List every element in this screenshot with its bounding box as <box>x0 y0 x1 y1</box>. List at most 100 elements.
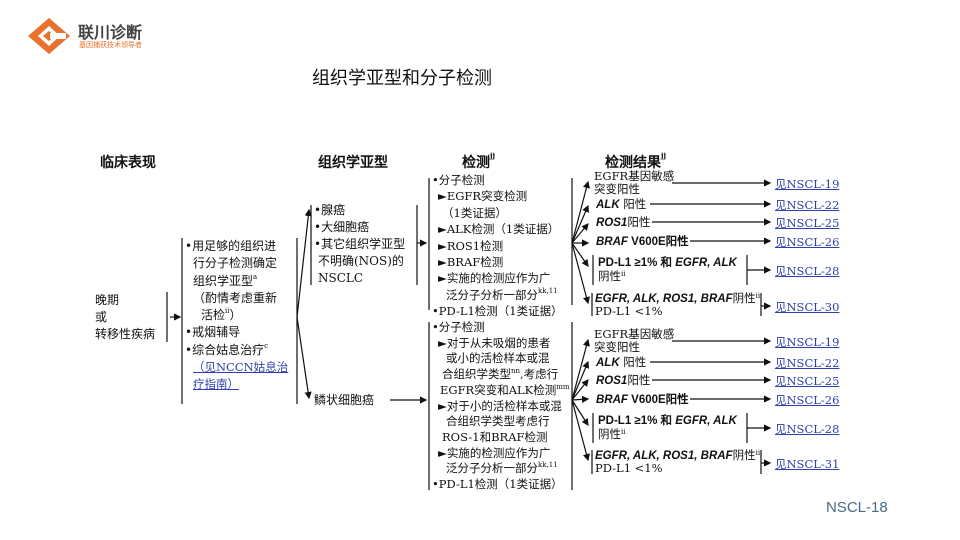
header-tests: 检测jj <box>462 152 495 172</box>
link-nscl-28[interactable]: 见NSCL-28 <box>775 264 840 278</box>
link-nscl-25[interactable]: 见NSCL-25 <box>775 374 840 388</box>
workup-line: （酌情考虑重新 <box>193 290 278 305</box>
test-line: ►EGFR突变检测 <box>438 189 528 204</box>
result-ros1: ROS1阳性 <box>596 373 650 388</box>
link-nscl-22[interactable]: 见NSCL-22 <box>775 356 840 370</box>
footnote-ref: ii <box>755 449 761 457</box>
subtype-line: •腺癌 <box>314 203 346 217</box>
link-nscl-19[interactable]: 见NSCL-19 <box>775 335 840 349</box>
workup-line: •用足够的组织进 <box>185 239 277 253</box>
result-egfr: EGFR基因敏感突变阳性 <box>594 328 674 354</box>
gene-name: BRAF <box>596 394 628 406</box>
link-nscl-30[interactable]: 见NSCL-30 <box>775 300 840 314</box>
squamous-subtype: 鳞状细胞癌 <box>314 393 375 407</box>
gene-name: EGFR, ALK <box>675 415 737 427</box>
tests-squamous: •分子检测 ►对于从未吸烟的患者 或小的活检样本或混 合组织学类型nn,考虑行 … <box>432 320 570 493</box>
workup-text: ） <box>229 308 242 323</box>
footnote-ref: ii <box>621 270 626 278</box>
logo-name: 联川诊断 <box>78 23 143 42</box>
test-line: ►实施的检测应作为广 <box>438 445 551 460</box>
result-pdl1-high: PD-L1 ≥1% 和 EGFR, ALK 阴性ii <box>598 256 737 283</box>
workup-line: 行分子检测确定 <box>193 256 278 271</box>
result-text: V600E阳性 <box>627 236 689 248</box>
result-text: 突变阳性 <box>594 340 640 354</box>
nccn-palliative-link[interactable]: 疗指南） <box>193 377 239 392</box>
workup-line: 活检ii） <box>185 307 288 324</box>
test-text: ,考虑行 <box>520 367 559 382</box>
footnote-ref: c <box>264 341 269 350</box>
link-nscl-19[interactable]: 见NSCL-19 <box>775 177 840 191</box>
test-line: 泛分子分析一部分kk,11 <box>432 287 563 303</box>
clinical-presentation: 晚期 或 转移性疾病 <box>95 292 155 343</box>
footnote-ref: ii <box>621 428 626 436</box>
test-text: EGFR突变和ALK检测 <box>440 382 557 397</box>
gene-name: EGFR, ALK, ROS1, BRAF <box>595 450 733 462</box>
workup-text: 组织学亚型 <box>193 273 254 288</box>
gene-name: EGFR, ALK, ROS1, BRAF <box>595 293 733 305</box>
result-text: 阴性 <box>598 269 621 283</box>
result-text: 阳性 <box>619 197 647 211</box>
footnote-ref: kk,11 <box>538 461 558 470</box>
workup-text: 活检 <box>201 308 226 323</box>
header-tests-label: 检测 <box>462 155 490 171</box>
gene-name: ALK <box>596 199 620 211</box>
workup-text: •综合姑息治疗 <box>185 342 265 357</box>
test-line: •分子检测 <box>432 320 485 334</box>
result-text: 阴性 <box>732 291 756 305</box>
footnote-ref: jj <box>490 151 496 160</box>
gene-name: ALK <box>596 357 620 369</box>
result-ros1: ROS1阳性 <box>596 215 650 230</box>
slide-title: 组织学亚型和分子检测 <box>312 68 492 89</box>
gene-name: EGFR, ALK <box>675 257 737 269</box>
nccn-palliative-link[interactable]: （见NCCN姑息治 <box>193 360 289 375</box>
result-text: 阴性 <box>598 427 621 441</box>
test-line: 合组织学类型考虑行 <box>446 414 550 429</box>
test-line: ►ALK检测（1类证据） <box>438 222 560 237</box>
result-text: V600E阳性 <box>627 394 689 406</box>
clinical-line: 晚期 <box>95 293 120 307</box>
result-text: 阴性 <box>732 448 756 462</box>
test-line: ►实施的检测应作为广 <box>438 271 551 286</box>
logo-tagline: 基因捕获技术领导者 <box>79 41 142 49</box>
link-nscl-28[interactable]: 见NSCL-28 <box>775 422 840 436</box>
link-nscl-31[interactable]: 见NSCL-31 <box>775 457 840 471</box>
footnote-ref: jj <box>661 151 667 160</box>
logo: 联川诊断 基因捕获技术领导者 <box>26 16 186 56</box>
test-line: ►BRAF检测 <box>438 255 504 270</box>
workup-line: •戒烟辅导 <box>185 325 241 340</box>
subtype-line: NSCLC <box>318 271 364 285</box>
test-line: •PD-L1检测（1类证据） <box>432 477 563 492</box>
link-nscl-26[interactable]: 见NSCL-26 <box>775 393 840 407</box>
nonsquamous-subtypes: •腺癌 •大细胞癌 •其它组织学亚型 不明确(NOS)的 NSCLC <box>314 202 405 287</box>
subtype-line: •大细胞癌 <box>314 220 370 234</box>
test-line: （1类证据） <box>442 205 507 220</box>
link-nscl-26[interactable]: 见NSCL-26 <box>775 235 840 249</box>
header-subtype: 组织学亚型 <box>318 155 388 171</box>
header-results: 检测结果jj <box>605 152 666 172</box>
result-text: PD-L1 ≥1% 和 <box>598 257 676 269</box>
result-egfr: EGFR基因敏感突变阳性 <box>594 170 674 196</box>
result-braf: BRAF V600E阳性 <box>596 234 689 249</box>
test-line: ►ROS1检测 <box>438 238 504 253</box>
link-nscl-25[interactable]: 见NSCL-25 <box>775 216 840 230</box>
result-braf: BRAF V600E阳性 <box>596 392 689 407</box>
result-text: EGFR基因敏感 <box>594 327 675 341</box>
result-alk: ALK 阳性 <box>596 355 646 370</box>
workup-line: 组织学亚型a <box>185 273 288 290</box>
footnote-ref: mm <box>556 382 570 391</box>
result-alk: ALK 阳性 <box>596 197 646 212</box>
gene-name: BRAF <box>596 236 628 248</box>
result-text: EGFR基因敏感 <box>594 169 675 183</box>
gene-name: ROS1 <box>596 375 628 387</box>
link-nscl-22[interactable]: 见NSCL-22 <box>775 198 840 212</box>
test-text: 泛分子分析一部分 <box>446 461 538 476</box>
test-line: •PD-L1检测（1类证据） <box>432 304 563 319</box>
clinical-line: 转移性疾病 <box>95 327 156 341</box>
test-line: 或小的活检样本或混 <box>446 351 550 366</box>
test-text: 泛分子分析一部分 <box>446 287 538 302</box>
test-line: ►对于小的活检样本或混 <box>438 398 562 413</box>
test-line: 合组织学类型nn,考虑行 <box>432 367 570 383</box>
